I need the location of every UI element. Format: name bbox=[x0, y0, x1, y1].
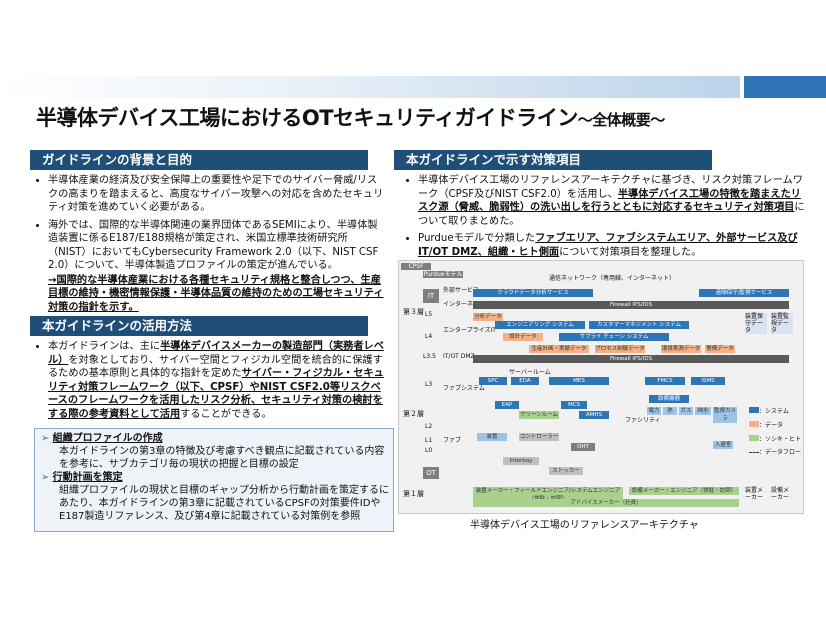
fab-controller: コントローラー bbox=[519, 433, 559, 441]
level-l2: L2 bbox=[425, 423, 433, 430]
measures-bullet: Purdueモデルで分類したファブエリア、ファブシステムエリア、外部サービス及び… bbox=[418, 232, 810, 259]
use-section: 本ガイドラインは、主に半導体デバイスメーカーの製造部門（実務者レベル）を対象とし… bbox=[26, 340, 388, 425]
step-2-text: 組織プロファイルの現状と目標のギャップ分析から行動計画を策定するにあたり、本ガイ… bbox=[59, 485, 389, 522]
fab-mcs: MCS bbox=[561, 401, 587, 409]
step-1-text: 本ガイドラインの第3章の特徴及び考慮すべき観点に記載されている内容を参考に、サブ… bbox=[59, 446, 385, 470]
sys-eda: EDA bbox=[511, 377, 539, 385]
level-l1: L1 bbox=[425, 437, 433, 444]
data-tag: 生産計画・実績データ bbox=[529, 345, 589, 353]
cloud-service: クラウドデータ分析サービス bbox=[473, 289, 593, 297]
zone-facility: ファシリティ bbox=[625, 417, 661, 424]
remote-service: 遠隔保守/監視サービス bbox=[699, 289, 789, 297]
usage-steps-box: ➢ 組織プロファイルの作成 本ガイドラインの第3章の特徴及び考慮すべき観点に記載… bbox=[34, 428, 394, 532]
side-monitor: 装置監視データ bbox=[771, 313, 793, 334]
sys-spc: SPC bbox=[479, 377, 507, 385]
network-label: 通信ネットワーク（専用線、インターネット） bbox=[549, 275, 676, 282]
level-l3: L3 bbox=[425, 381, 433, 388]
measures-section: 半導体デバイス工場のリファレンスアーキテクチャに基づき、リスク対策フレームワーク… bbox=[396, 174, 810, 263]
clean-room: クリーンルーム bbox=[519, 411, 559, 419]
sys-isms: ISMS bbox=[691, 377, 725, 385]
data-tag: プロセス制御データ bbox=[595, 345, 645, 353]
purdue-label: Purdueモデル bbox=[423, 271, 463, 278]
fab-equipment: 装置 bbox=[477, 433, 507, 441]
layer-2: 第２層 bbox=[403, 410, 424, 418]
zone-fab-system: ファブシステム bbox=[443, 385, 485, 392]
zone-enterprise: エンタープライズIT bbox=[443, 327, 496, 334]
fac-access: 入退室 bbox=[713, 441, 733, 449]
bg-bullet: 半導体産業の経済及び安全保障上の重要性や足下でのサイバー脅威/リスクの高まりを踏… bbox=[48, 174, 386, 215]
cust-system: カスタマーマネジメント システム bbox=[589, 321, 689, 329]
side-equip-maker: 装置メーカー bbox=[745, 487, 764, 501]
fab-eap: EAP bbox=[495, 401, 519, 409]
layer-3: 第３層 bbox=[403, 308, 424, 316]
vendor-advice: アドバイスメーカー（社員） bbox=[473, 499, 739, 507]
use-heading: 本ガイドラインの活用方法 bbox=[30, 316, 368, 336]
diagram-caption: 半導体デバイス工場のリファレンスアーキテクチャ bbox=[470, 520, 699, 531]
legend-flow: ：データフロー bbox=[749, 449, 801, 456]
level-l5: L5 bbox=[425, 311, 433, 318]
legend-system: ：システム bbox=[749, 407, 789, 415]
zone-dmz: IT/OT DMZ bbox=[443, 353, 475, 360]
zone-fab: ファブ bbox=[443, 437, 462, 444]
fab-interbay: Interbay bbox=[503, 457, 539, 465]
level-ot: OT bbox=[423, 467, 439, 479]
fac-gas: ガス bbox=[679, 407, 693, 415]
data-tag: 分析データ bbox=[473, 313, 503, 321]
level-l35: L3.5 bbox=[423, 353, 436, 360]
firewall-2: Firewall IPS/IDS bbox=[473, 355, 789, 363]
fab-oht: OHT bbox=[571, 443, 595, 451]
header-band bbox=[0, 76, 740, 98]
bg-bullet: 海外では、国際的な半導体関連の業界団体であるSEMIにより、半導体製造装置に係る… bbox=[48, 219, 386, 273]
data-tag: 環境実測データ bbox=[661, 345, 701, 353]
sys-fmcs: FMCS bbox=[645, 377, 685, 385]
supply-system: サプライ チェーン システム bbox=[559, 333, 669, 341]
data-tag: 設計データ bbox=[503, 333, 543, 341]
bg-section: 半導体産業の経済及び安全保障上の重要性や足下でのサイバー脅威/リスクの高まりを踏… bbox=[26, 174, 386, 314]
fab-amhs: AMHS bbox=[579, 411, 609, 419]
level-it: IT bbox=[423, 289, 439, 303]
data-tag: 警備データ bbox=[705, 345, 735, 353]
bg-emphasis: →国際的な半導体産業における各種セキュリティ規格と整合しつつ、生産目標の維持・機… bbox=[48, 274, 384, 313]
firewall-1: Firewall IPS/IDS bbox=[473, 301, 789, 309]
side-fac-maker: 設備メーカー bbox=[771, 487, 790, 501]
level-l0: L0 bbox=[425, 447, 433, 454]
measures-heading: 本ガイドラインで示す対策項目 bbox=[394, 150, 712, 170]
legend-org: ：ソシキ・ヒト bbox=[749, 435, 801, 443]
header-accent bbox=[744, 76, 826, 98]
measures-bullet: 半導体デバイス工場のリファレンスアーキテクチャに基づき、リスク対策フレームワーク… bbox=[418, 174, 810, 228]
reference-architecture-diagram: CPSF Purdueモデル 第３層 第２層 第１層 IT L5 L4 L3.5… bbox=[398, 260, 804, 514]
step-1-title: 組織プロファイルの作成 bbox=[52, 433, 163, 444]
fac-equipment: 設備機器 bbox=[649, 395, 689, 403]
use-bullet: 本ガイドラインは、主に半導体デバイスメーカーの製造部門（実務者レベル）を対象とし… bbox=[48, 340, 388, 421]
sys-mes: MES bbox=[549, 377, 609, 385]
cpsf-label: CPSF bbox=[401, 263, 431, 270]
fac-heat: 熱 bbox=[663, 407, 677, 415]
layer-1: 第１層 bbox=[403, 490, 424, 498]
zone-external: 外部サービス bbox=[443, 287, 480, 294]
server-room: サーバールーム bbox=[509, 369, 551, 376]
fac-power: 電力 bbox=[647, 407, 661, 415]
step-2-title: 行動計画を策定 bbox=[52, 472, 123, 483]
bg-heading: ガイドラインの背景と目的 bbox=[30, 150, 368, 170]
fac-water: 純水 bbox=[695, 407, 711, 415]
fac-camera: 監視カメラ bbox=[713, 407, 737, 423]
page-title: 半導体デバイス工場におけるOTセキュリティガイドライン～全体概要～ bbox=[36, 106, 665, 130]
legend-data: ：データ bbox=[749, 421, 783, 429]
fab-stocker: ストッカー bbox=[549, 467, 583, 475]
level-l4: L4 bbox=[425, 333, 433, 340]
side-maint: 装置保守データ bbox=[745, 313, 767, 334]
vendor-facility: 設備メーカー・エンジニア（常駐・訪問） bbox=[629, 487, 739, 495]
eng-system: エンジニアリング システム bbox=[495, 321, 585, 329]
